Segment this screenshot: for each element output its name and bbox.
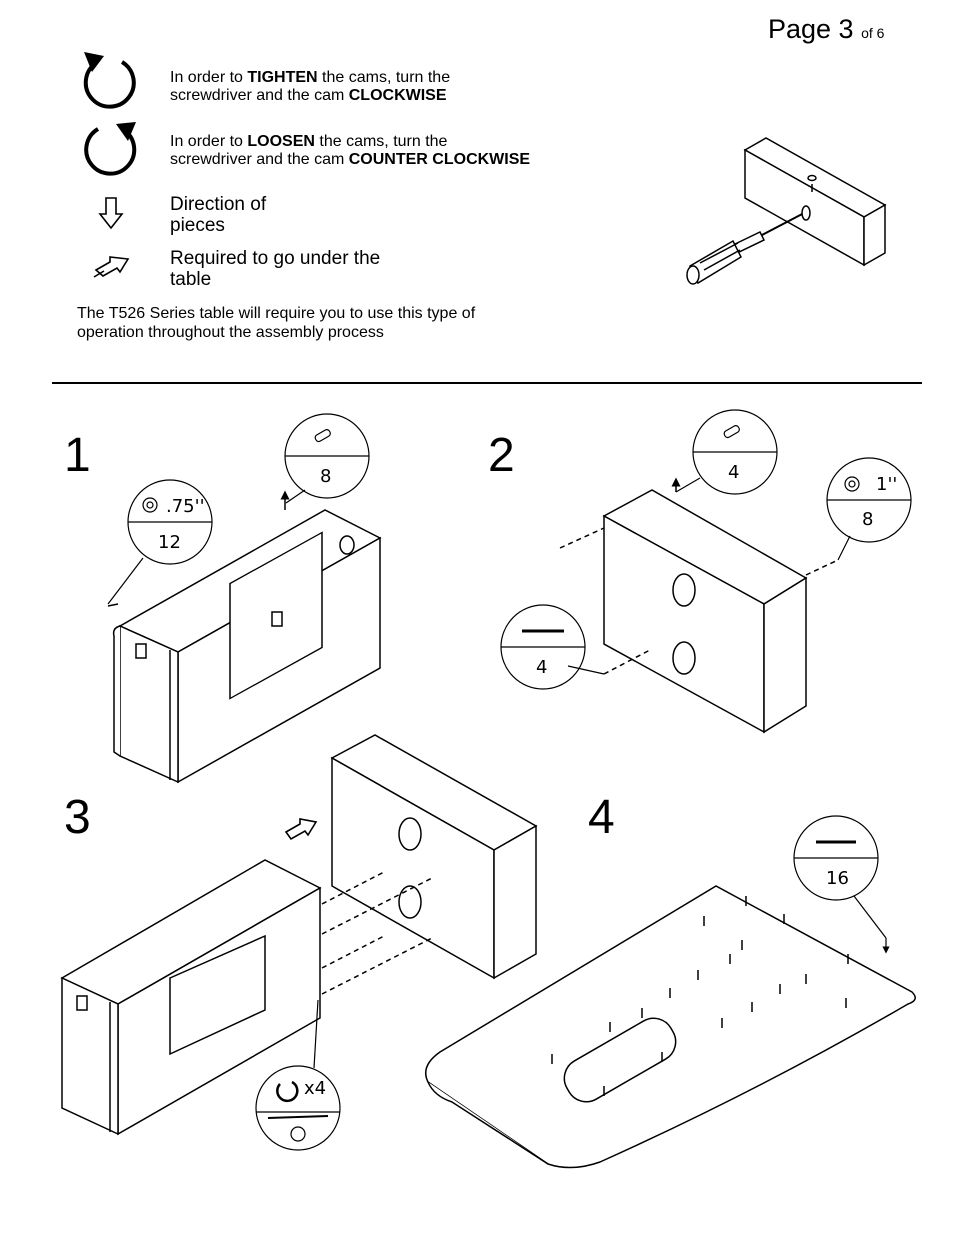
legend-direction-text: Direction of pieces (170, 194, 266, 236)
legend-direction-line1: Direction of (170, 194, 267, 215)
legend-tighten-pre: In order to (170, 69, 248, 86)
assembly-note: The T526 Series table will require you t… (77, 305, 476, 341)
step-4-tabletop (425, 885, 916, 1169)
clockwise-arrow-icon (83, 52, 136, 109)
step-3-number: 3 (64, 791, 91, 844)
legend-loosen-text: In order to LOOSEN the cams, turn the sc… (170, 133, 530, 169)
legend-loosen-pre: In order to (170, 133, 248, 150)
step-3-tighten-callout (255, 999, 341, 1151)
legend-under-line2: table (170, 269, 212, 290)
step-1-cam-size: .75'' (166, 496, 205, 517)
step-4-number: 4 (588, 791, 615, 844)
step-1-cam-callout (107, 479, 213, 605)
step-2-cam-callout (826, 457, 912, 561)
step-2-cam-size: 1'' (876, 474, 897, 495)
legend-tighten-post: the cams, turn the (317, 69, 451, 86)
page-of: of 6 (861, 25, 885, 41)
step-2-cam-qty: 8 (862, 509, 873, 530)
down-arrow-icon (98, 197, 124, 230)
step-3-tighten-qty: x4 (304, 1078, 326, 1099)
legend-loosen-post: the cams, turn the (314, 133, 448, 150)
step-2-bolt-callout (500, 604, 605, 690)
step-1-number: 1 (64, 429, 91, 482)
legend-direction-line2: pieces (170, 215, 225, 236)
step-1-dowel-qty: 8 (320, 466, 331, 487)
step-2-bolt-qty: 4 (536, 657, 547, 678)
step-3-direction-arrow-icon (284, 818, 318, 841)
step-2-number: 2 (488, 429, 515, 482)
counter-clockwise-arrow-icon (84, 122, 137, 176)
legend-tighten-strong: TIGHTEN (247, 69, 318, 86)
step-3-front-cabinet (60, 859, 433, 1136)
legend-tighten-text: In order to TIGHTEN the cams, turn the s… (170, 69, 450, 105)
section-divider (52, 382, 922, 384)
step-4-bolt-qty: 16 (826, 868, 849, 889)
legend-loosen-line2-strong: COUNTER CLOCKWISE (348, 151, 531, 168)
page-label: Page 3 (768, 14, 854, 44)
screwdriver-block-illustration (686, 137, 887, 285)
page-number: Page 3 of 6 (768, 14, 884, 45)
legend-tighten-line2-strong: CLOCKWISE (348, 87, 447, 104)
step-3-back-cabinet (330, 734, 538, 980)
step-4-bolt-callout (793, 815, 890, 954)
step-1-cabinet (107, 490, 382, 784)
step-2-dowel-callout (675, 409, 778, 495)
legend-under-text: Required to go under the table (170, 248, 380, 290)
step-1-dowel-callout (284, 413, 370, 504)
step-2-cabinet (559, 477, 839, 734)
step-1-cam-qty: 12 (158, 532, 181, 553)
legend-under-line1: Required to go under the (170, 248, 381, 269)
under-arrow-icon (93, 256, 130, 278)
legend-loosen-strong: LOOSEN (247, 133, 315, 150)
legend-tighten-line2: screwdriver and the cam (170, 87, 349, 104)
legend-loosen-line2: screwdriver and the cam (170, 151, 349, 168)
step-4-bolt-markers (551, 896, 849, 1096)
step-2-dowel-qty: 4 (728, 462, 739, 483)
